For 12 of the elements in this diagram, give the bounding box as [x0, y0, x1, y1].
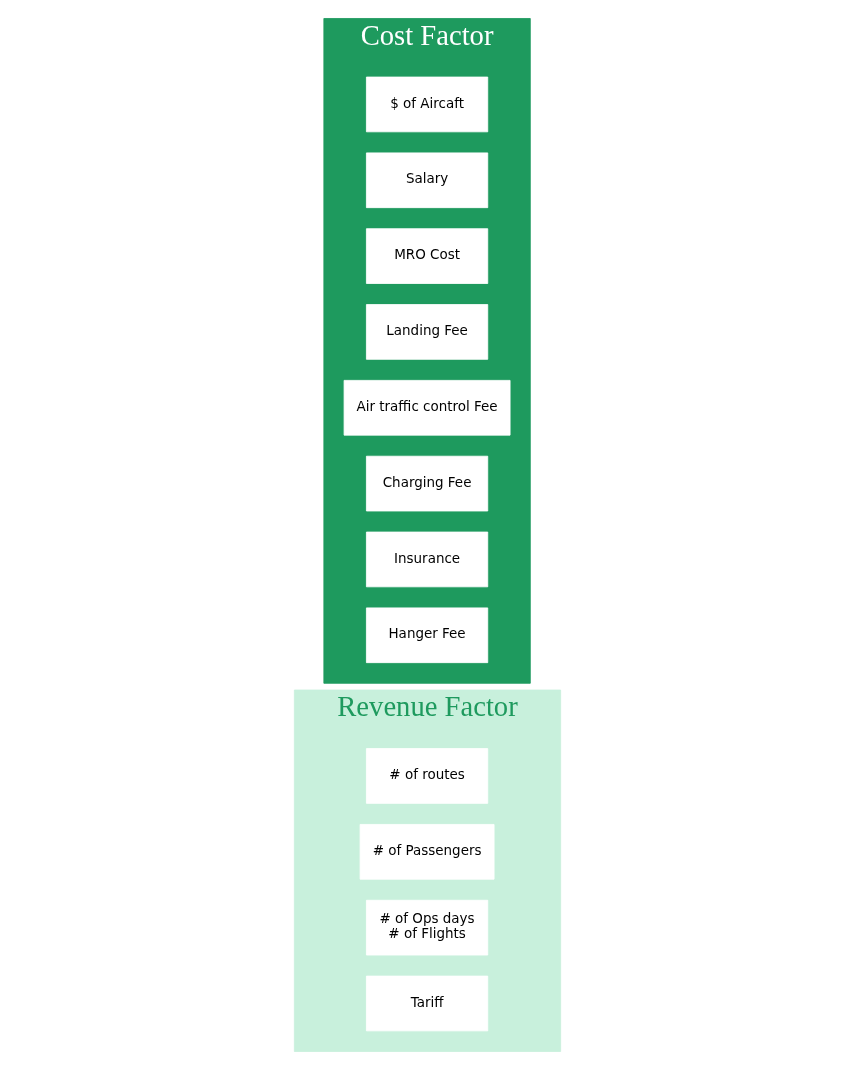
node-box: # of Passengers: [359, 824, 494, 880]
node-box: Insurance: [365, 531, 488, 588]
node-box: Salary: [365, 152, 488, 209]
node-box: Tariff: [365, 975, 488, 1032]
node-box: Air traffic control Fee: [343, 379, 510, 436]
node-box: MRO Cost: [365, 228, 488, 284]
node-box: # of Ops days # of Flights: [365, 899, 488, 956]
node-box: $ of Aircaft: [365, 76, 488, 133]
node-box: Hanger Fee: [365, 607, 488, 664]
node-box: Landing Fee: [365, 304, 488, 360]
node-box: # of routes: [365, 748, 488, 804]
node-box: Charging Fee: [365, 455, 488, 512]
